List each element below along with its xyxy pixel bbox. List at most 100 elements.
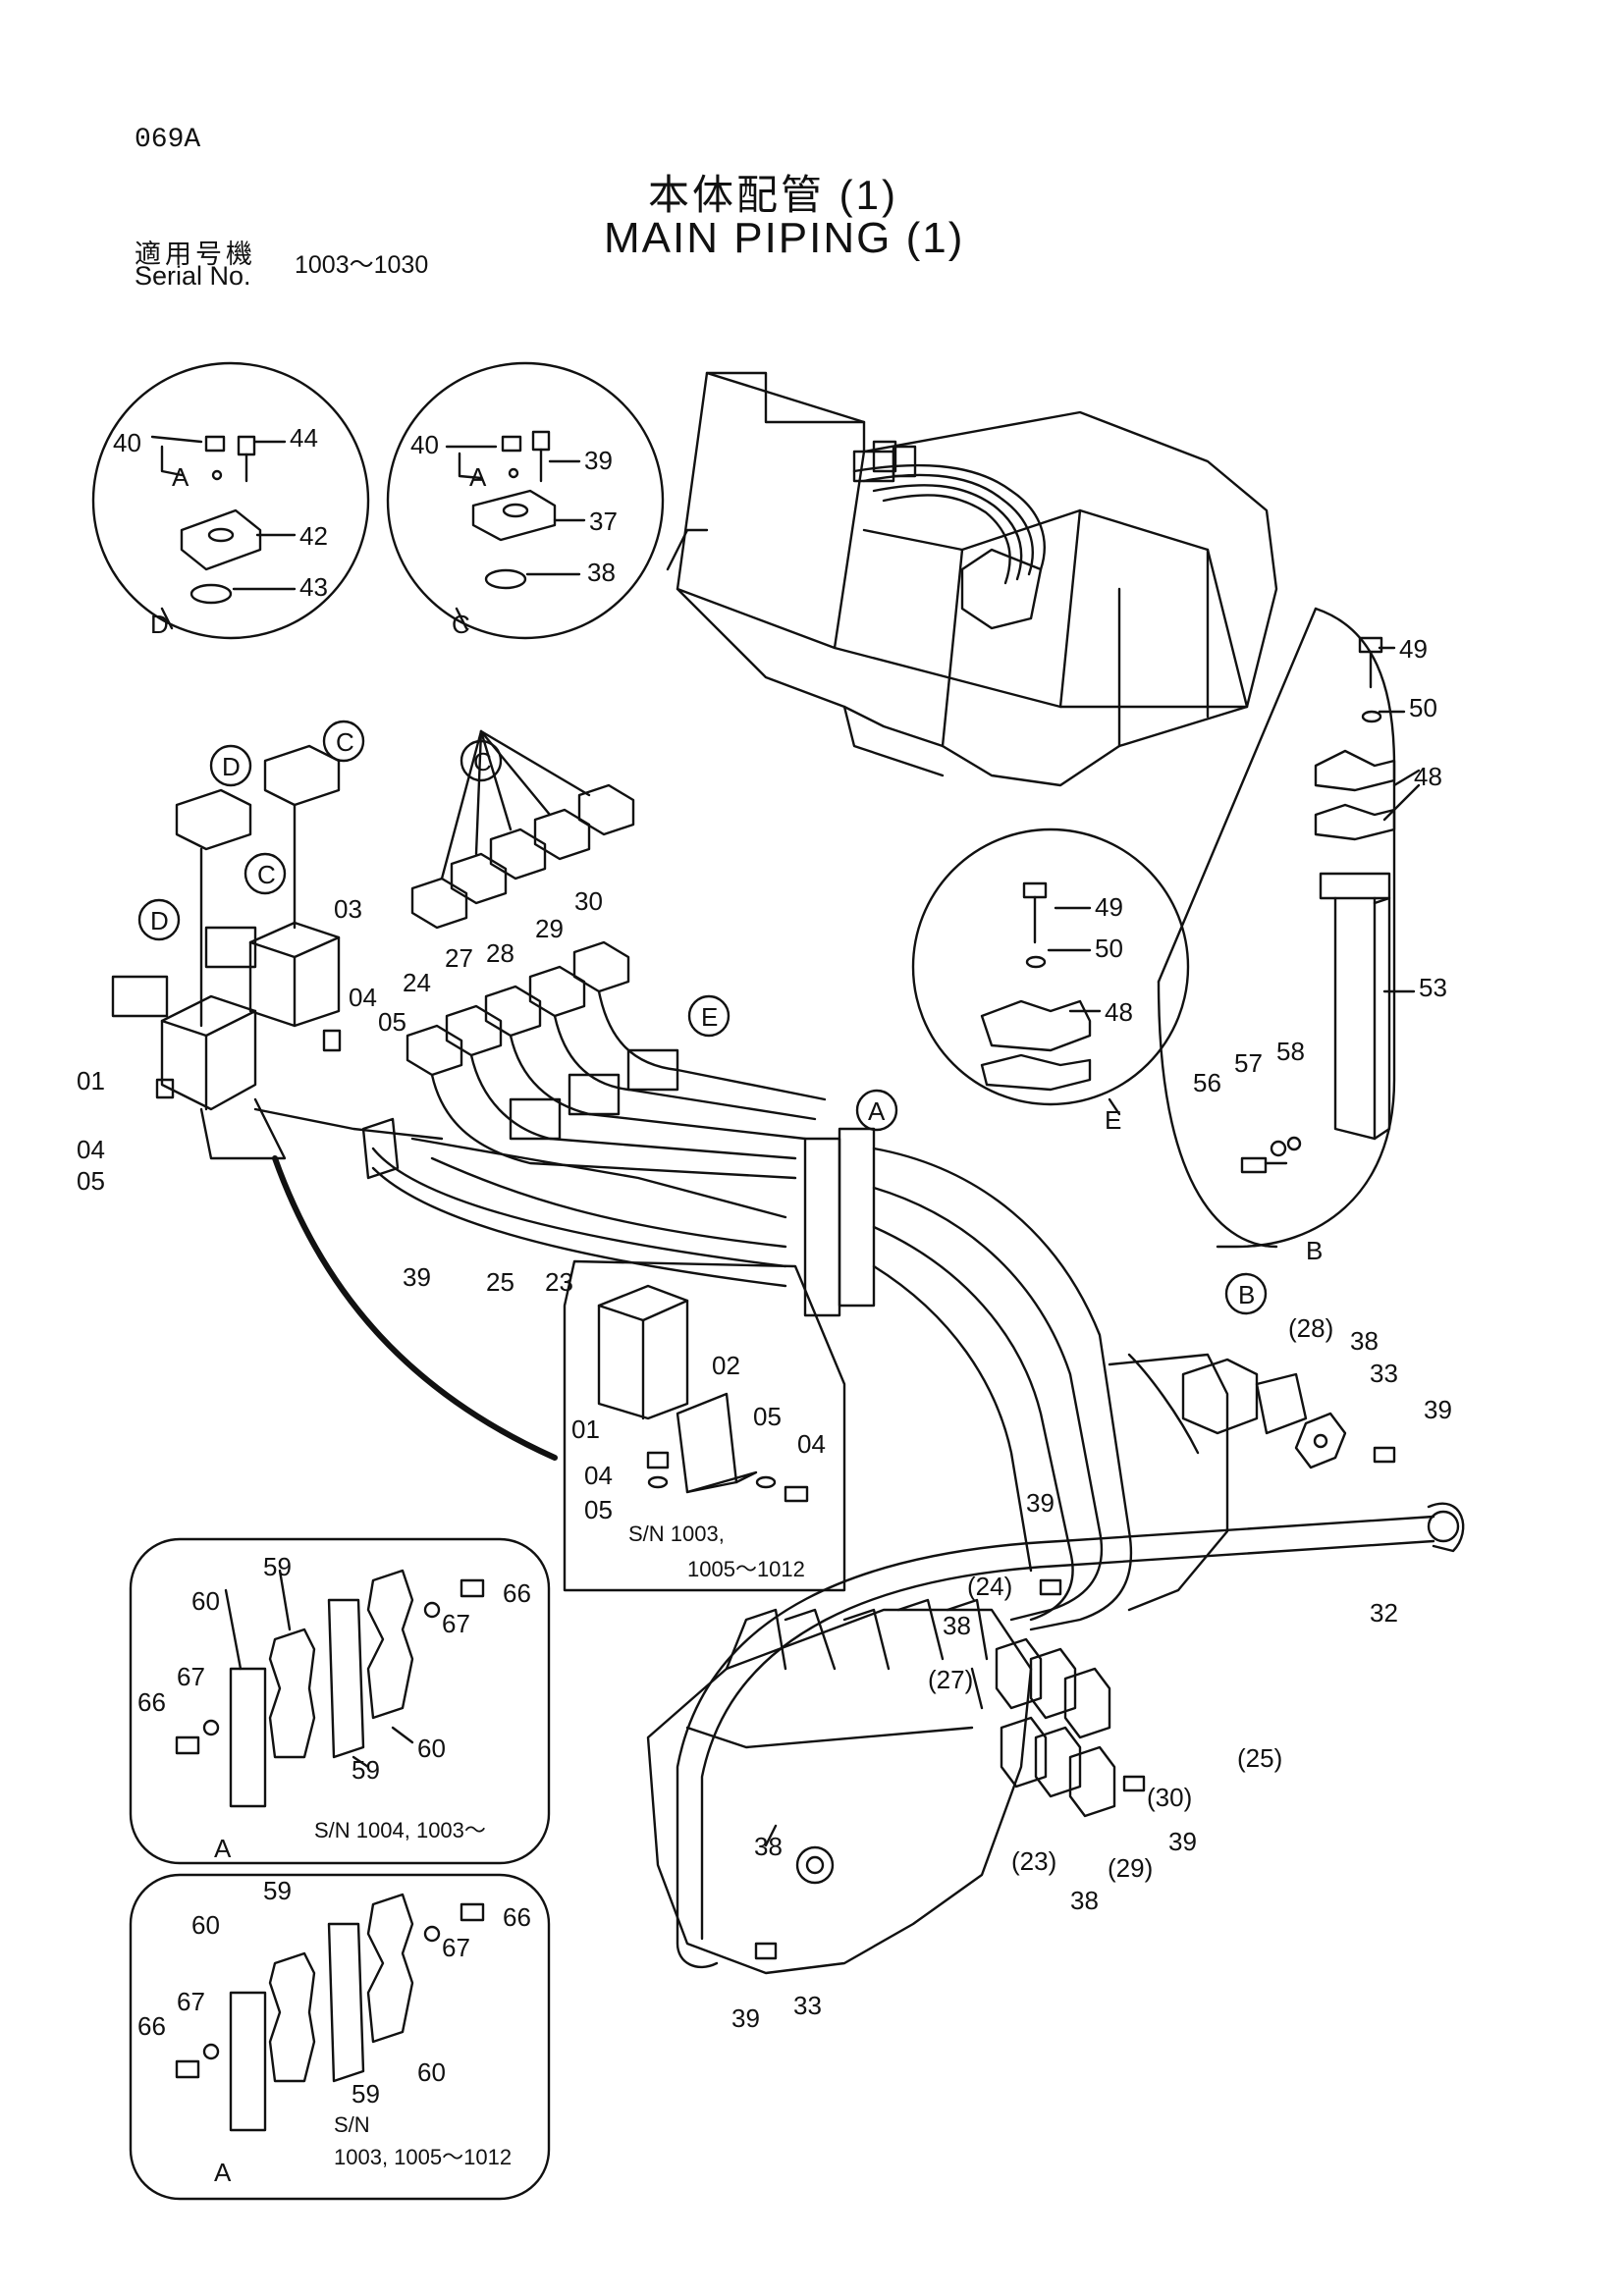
label-28: 28 xyxy=(486,938,514,968)
label-39-lower: 39 xyxy=(1168,1827,1197,1856)
label-a2-66-right: 66 xyxy=(503,1902,531,1932)
label-04-lower: 04 xyxy=(77,1135,105,1164)
label-c-38: 38 xyxy=(587,558,616,587)
label-a2-59-top: 59 xyxy=(263,1876,292,1905)
label-38-mid: 38 xyxy=(943,1611,971,1640)
label-03: 03 xyxy=(334,894,362,924)
label-d-a: A xyxy=(172,462,189,492)
label-inset-05-top: 05 xyxy=(753,1402,782,1431)
label-27-ref: (27) xyxy=(928,1665,973,1694)
inset-sn-note-1: S/N 1003, xyxy=(628,1522,725,1546)
inset-a2-note-1: S/N xyxy=(334,2112,370,2137)
serial-label: Serial No. xyxy=(135,261,251,291)
label-a1-59-top: 59 xyxy=(263,1552,292,1581)
label-b-letter: B xyxy=(1306,1236,1323,1265)
label-23: 23 xyxy=(545,1267,573,1297)
label-01: 01 xyxy=(77,1066,105,1095)
serial-range: 1003～1030 xyxy=(295,251,429,279)
inset-a-clamp-2 xyxy=(129,1873,551,2201)
label-a1-66-left: 66 xyxy=(137,1687,166,1717)
label-inset-04-top: 04 xyxy=(797,1429,826,1459)
label-b-48: 48 xyxy=(1414,762,1442,791)
flange-caps-row xyxy=(406,729,635,1077)
inset-a-clamp-1 xyxy=(129,1537,551,1865)
label-d-42: 42 xyxy=(299,521,328,551)
label-33-right: 33 xyxy=(1370,1359,1398,1388)
label-a2-60-right: 60 xyxy=(417,2057,446,2087)
label-a2-67-left: 67 xyxy=(177,1987,205,2016)
label-c-40: 40 xyxy=(410,430,439,459)
label-inset-01: 01 xyxy=(571,1415,600,1444)
label-c-a: A xyxy=(469,462,487,492)
label-28-ref: (28) xyxy=(1288,1313,1333,1343)
label-05-lower: 05 xyxy=(77,1166,105,1196)
label-d-43: 43 xyxy=(299,572,328,602)
label-inset-04-bottom: 04 xyxy=(584,1461,613,1490)
label-25: 25 xyxy=(486,1267,514,1297)
inset-a2-letter: A xyxy=(214,2158,232,2187)
label-39-right: 39 xyxy=(1424,1395,1452,1424)
label-a2-60-left: 60 xyxy=(191,1910,220,1940)
label-a2-59-bottom: 59 xyxy=(352,2079,380,2109)
label-30-ref: (30) xyxy=(1147,1783,1192,1812)
callout-b: B xyxy=(1238,1280,1255,1309)
label-33-valve: 33 xyxy=(793,1991,822,2020)
serial-label-japanese: 適用号機 xyxy=(135,240,256,269)
label-27: 27 xyxy=(445,943,473,973)
label-39-mid: 39 xyxy=(1026,1488,1055,1518)
label-b-50: 50 xyxy=(1409,693,1437,722)
detail-c-circle xyxy=(386,361,665,640)
inset-a1-note: S/N 1004, 1003～ xyxy=(314,1818,486,1842)
callout-a: A xyxy=(868,1096,886,1126)
page-title: MAIN PIPING (1) xyxy=(604,214,965,262)
label-24: 24 xyxy=(403,968,431,997)
control-valve xyxy=(646,1598,1033,1975)
label-b-58: 58 xyxy=(1276,1037,1305,1066)
label-b-53: 53 xyxy=(1419,973,1447,1002)
hose-32 xyxy=(676,1502,1465,1969)
callout-c-2: C xyxy=(257,860,276,889)
main-valve-blocks xyxy=(111,744,342,1160)
label-inset-05-bottom: 05 xyxy=(584,1495,613,1524)
callout-c-3: C xyxy=(473,747,492,776)
label-c-letter: C xyxy=(452,610,470,639)
detail-e-circle xyxy=(911,828,1190,1116)
label-39-valve: 39 xyxy=(731,2003,760,2033)
label-39-left: 39 xyxy=(403,1262,431,1292)
label-30: 30 xyxy=(574,886,603,916)
callout-d-2: D xyxy=(150,906,169,935)
label-b-49: 49 xyxy=(1399,634,1428,664)
label-d-40: 40 xyxy=(113,428,141,457)
label-a2-67-right: 67 xyxy=(442,1933,470,1962)
pipe-clamp-b xyxy=(1181,1358,1396,1469)
inset-sn-note-2: 1005～1012 xyxy=(687,1557,805,1581)
callout-d-1: D xyxy=(222,752,241,781)
inset-serial-box xyxy=(272,1155,846,1592)
label-d-44: 44 xyxy=(290,423,318,453)
label-32: 32 xyxy=(1370,1598,1398,1628)
label-29: 29 xyxy=(535,914,564,943)
label-05-upper: 05 xyxy=(378,1007,406,1037)
label-a1-66-right: 66 xyxy=(503,1578,531,1608)
detail-d-circle xyxy=(91,361,370,640)
label-b-57: 57 xyxy=(1234,1048,1263,1078)
inset-a1-letter: A xyxy=(214,1834,232,1863)
label-a2-66-left: 66 xyxy=(137,2011,166,2041)
label-e-48: 48 xyxy=(1105,997,1133,1027)
page-title-japanese: 本体配管 (1) xyxy=(648,172,899,218)
label-38-valve: 38 xyxy=(754,1832,783,1861)
label-25-ref: (25) xyxy=(1237,1743,1282,1773)
label-inset-02: 02 xyxy=(712,1351,740,1380)
pipes-upper xyxy=(253,989,827,1288)
callout-e: E xyxy=(701,1002,718,1032)
label-a1-67-left: 67 xyxy=(177,1662,205,1691)
label-e-49: 49 xyxy=(1095,892,1123,922)
label-a1-60-right: 60 xyxy=(417,1734,446,1763)
label-04-upper: 04 xyxy=(349,983,377,1012)
label-38-right: 38 xyxy=(1350,1326,1379,1356)
label-24-ref: (24) xyxy=(967,1572,1012,1601)
label-e-50: 50 xyxy=(1095,934,1123,963)
page-code: 069A xyxy=(135,125,201,155)
inset-a2-note-2: 1003, 1005～1012 xyxy=(334,2145,512,2169)
